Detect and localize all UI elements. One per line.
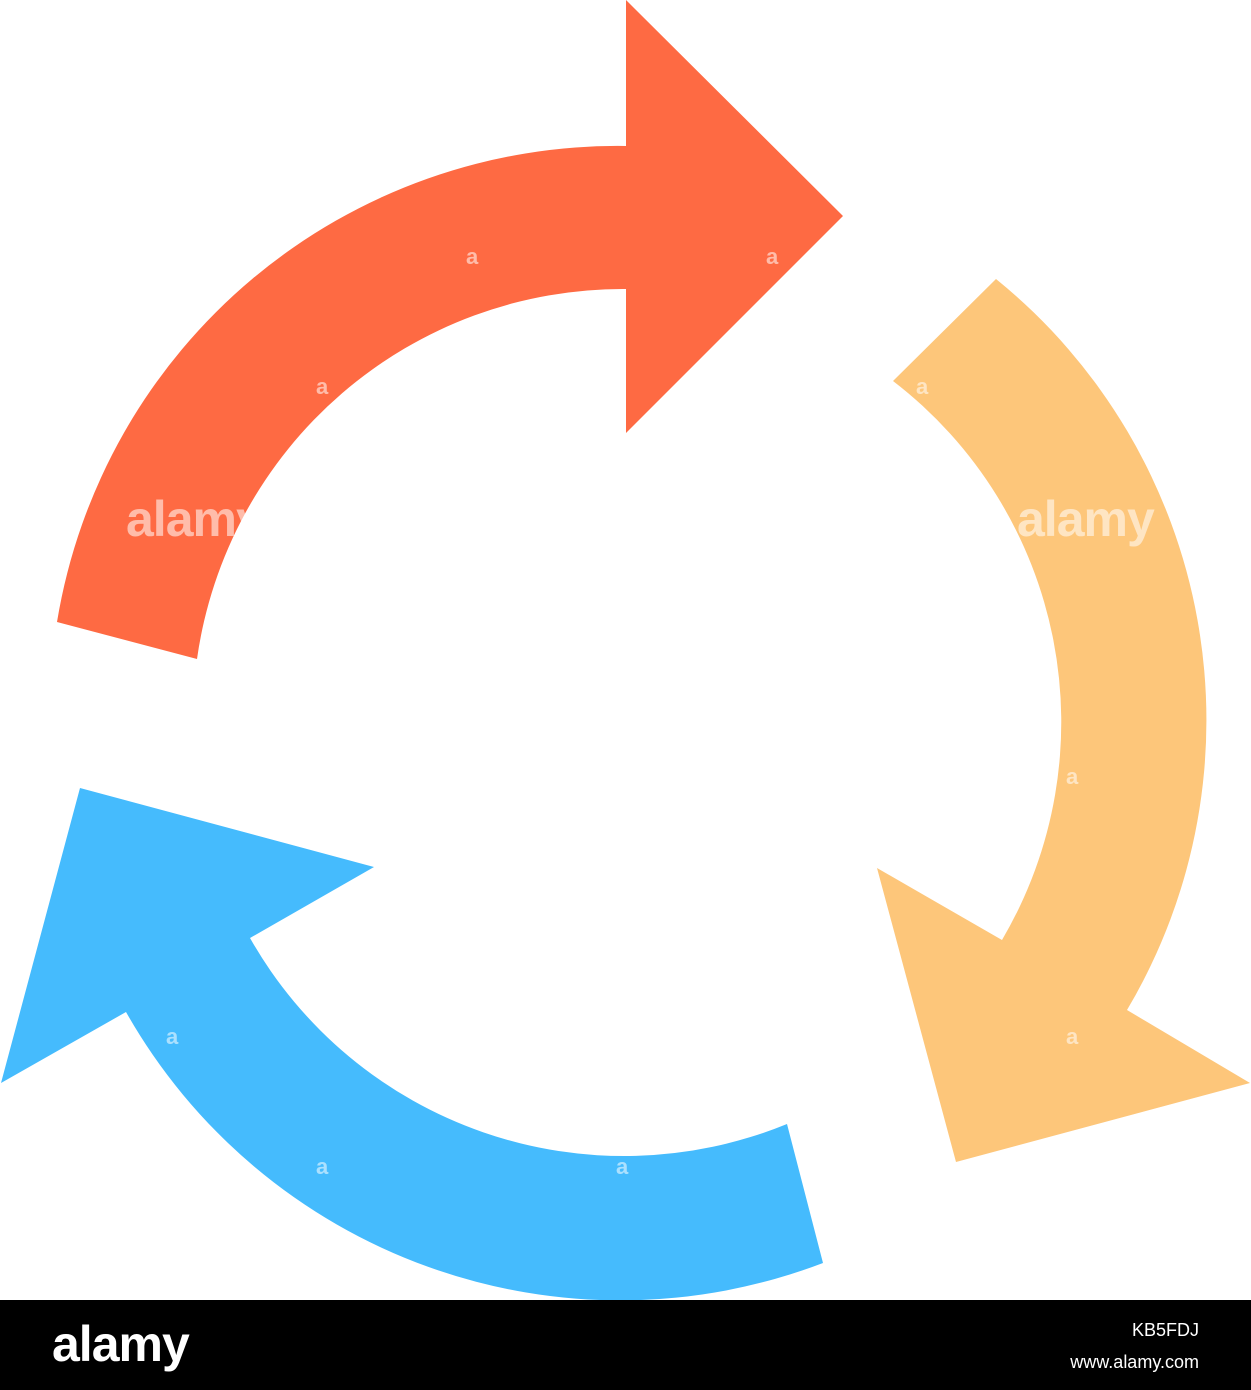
cycle-arrows-svg (1, 0, 1250, 1300)
site-url: www.alamy.com (1070, 1352, 1199, 1372)
image-id: KB5FDJ (1131, 1320, 1199, 1340)
red-arrow (57, 0, 843, 659)
footer-bar: alamy KB5FDJ www.alamy.com (0, 1300, 1251, 1390)
blue-arrow (1, 788, 823, 1300)
orange-arrow (877, 279, 1250, 1162)
cycle-arrows-artwork: alamy alamy alamy a a a a a a a a a (0, 0, 1251, 1300)
alamy-logo: alamy (52, 1316, 190, 1372)
